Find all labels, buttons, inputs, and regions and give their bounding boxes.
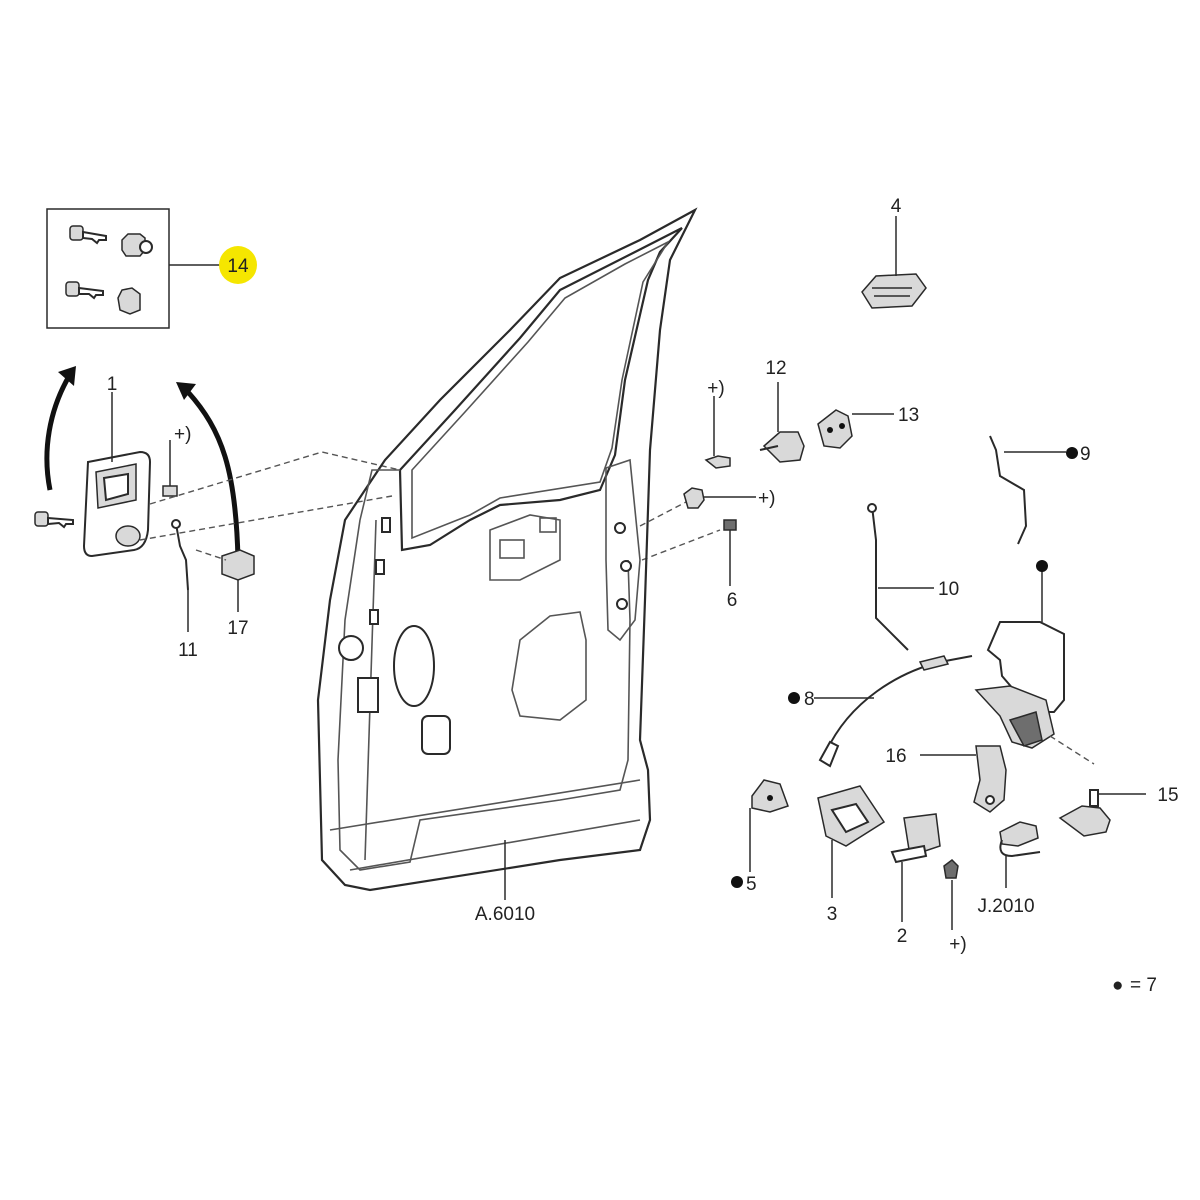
bracket-small: 5 (731, 779, 789, 895)
bracket: 16 (885, 745, 1007, 813)
callout-1: 1 (107, 374, 118, 395)
key-set-box: 14 (46, 208, 257, 329)
outside-handle: 3 (817, 785, 886, 925)
key-icon (65, 281, 104, 300)
rod: 10 (867, 503, 959, 651)
legend-bullet: ● (1112, 975, 1123, 996)
bolt: 6 (723, 519, 738, 611)
rod-link: 9 (989, 435, 1091, 545)
clip: 17 (221, 549, 255, 639)
callout-16: 16 (885, 746, 906, 767)
callout-17: 17 (227, 618, 248, 639)
screw: +) (162, 424, 191, 497)
callout-13: 13 (898, 405, 919, 426)
callout-3: 3 (827, 904, 838, 925)
bullet-marker (731, 876, 743, 888)
callout-plus-nut: +) (758, 488, 775, 509)
callout-6: 6 (727, 590, 738, 611)
lock-actuator: 15 (1058, 785, 1179, 837)
nut: +) (943, 859, 967, 955)
callout-4: 4 (891, 196, 902, 217)
nut: +) (683, 487, 775, 509)
callout-9: 9 (1080, 444, 1091, 465)
legend: ● = 7 (1112, 975, 1157, 996)
callout-12: 12 (765, 358, 786, 379)
striker-plate: 13 (817, 405, 919, 449)
callout-plus-nut2: +) (949, 934, 966, 955)
callout-door: A.6010 (475, 904, 535, 925)
bullet-marker (1066, 447, 1078, 459)
callout-10: 10 (938, 579, 959, 600)
cable: 8 (788, 655, 973, 768)
callout-5: 5 (746, 874, 757, 895)
callout-8: 8 (804, 689, 815, 710)
wire-harness: J.2010 (977, 821, 1041, 917)
striker: 12 (759, 358, 805, 463)
callout-15: 15 (1157, 785, 1178, 806)
door-latch (974, 560, 1095, 765)
legend-text: = 7 (1130, 975, 1157, 996)
bolt: +) (704, 378, 731, 469)
door-shell: A.6010 (316, 207, 698, 925)
bullet-marker (1036, 560, 1048, 572)
leader-lines (139, 451, 721, 561)
handle-bezel: 2 (890, 813, 941, 947)
lock-rod: 11 (171, 519, 198, 661)
bumper-pad: 4 (861, 196, 927, 309)
lock-cylinder-icon (121, 233, 153, 257)
lock-cylinder-icon (117, 287, 141, 315)
inner-door-handle: 1 (82, 374, 152, 558)
callout-14: 14 (227, 256, 249, 277)
callout-plus: +) (174, 424, 191, 445)
arrows (44, 366, 241, 561)
callout-harness: J.2010 (977, 896, 1034, 917)
callout-2: 2 (897, 926, 908, 947)
callout-plus-bolt: +) (707, 378, 724, 399)
highlight-marker (219, 246, 257, 284)
key-icon (34, 511, 74, 529)
bullet-marker (788, 692, 800, 704)
callout-11: 11 (178, 640, 198, 661)
key-icon (69, 225, 107, 245)
